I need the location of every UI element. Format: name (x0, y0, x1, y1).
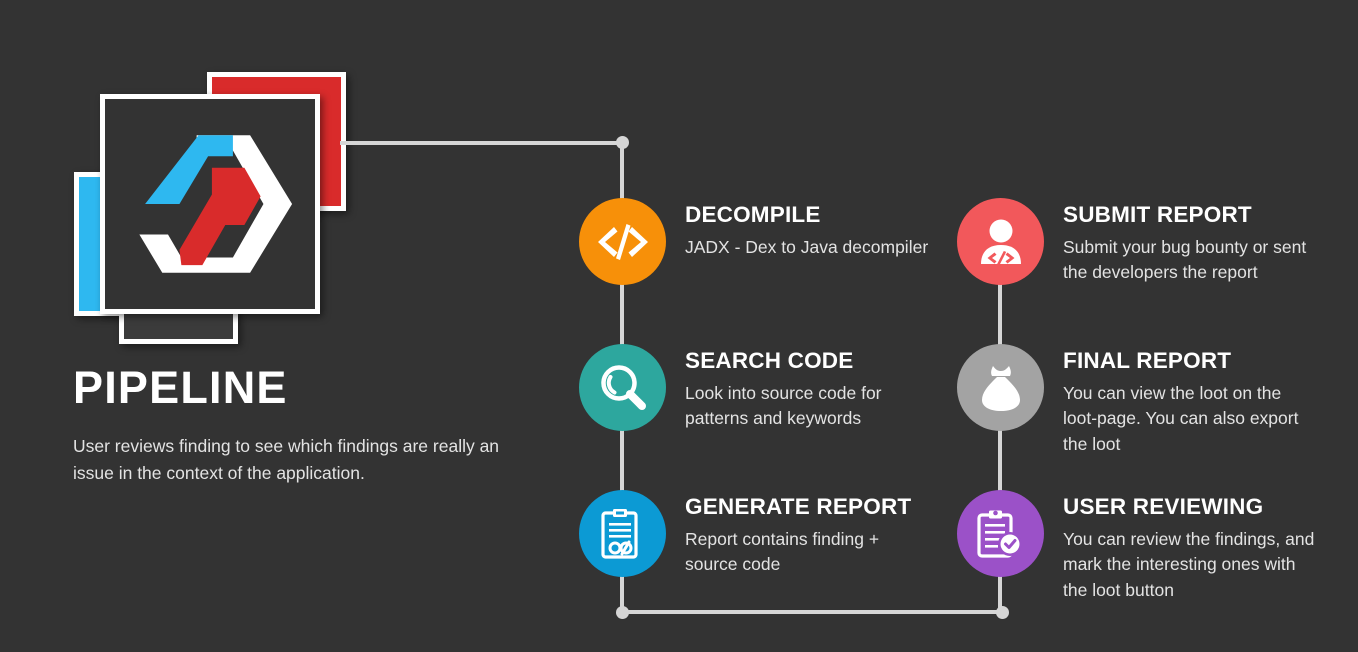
generate-report-text: GENERATE REPORT Report contains finding … (666, 490, 911, 578)
connector-left-1-2 (620, 280, 624, 352)
connector-right-2-3 (998, 426, 1002, 498)
search-code-title: SEARCH CODE (685, 348, 854, 373)
connector-bottom-horizontal (620, 610, 1002, 614)
step-search-code[interactable]: SEARCH CODE Look into source code for pa… (579, 344, 897, 432)
user-reviewing-title: USER REVIEWING (1063, 494, 1264, 519)
connector-logo-horizontal (340, 141, 625, 145)
generate-report-description: Report contains finding + source code (685, 528, 880, 575)
submit-report-text: SUBMIT REPORT Submit your bug bounty or … (1044, 198, 1321, 286)
generate-report-icon-circle (579, 490, 666, 577)
submit-report-description: Submit your bug bounty or sent the devel… (1063, 236, 1307, 283)
step-submit-report[interactable]: SUBMIT REPORT Submit your bug bounty or … (957, 198, 1321, 286)
code-brackets-icon (597, 223, 648, 260)
intro-description: User reviews finding to see which findin… (73, 436, 500, 483)
step-final-report[interactable]: FINAL REPORT You can view the loot on th… (957, 344, 1313, 457)
connector-right-bottom-vertical (998, 572, 1002, 612)
intro-block: PIPELINE User reviews finding to see whi… (73, 364, 543, 486)
user-reviewing-description: You can review the findings, and mark th… (1063, 528, 1315, 600)
connector-right-1-2 (998, 280, 1002, 352)
hexagon-code-logo-icon (139, 135, 293, 273)
final-report-text: FINAL REPORT You can view the loot on th… (1044, 344, 1313, 457)
submit-report-icon-circle (957, 198, 1044, 285)
user-reviewing-text: USER REVIEWING You can review the findin… (1044, 490, 1321, 603)
decompile-icon-circle (579, 198, 666, 285)
decompile-description: JADX - Dex to Java decompiler (685, 236, 929, 257)
generate-report-title: GENERATE REPORT (685, 494, 912, 519)
clipboard-icon (600, 508, 638, 559)
final-report-title: FINAL REPORT (1063, 348, 1232, 373)
page-title: PIPELINE (73, 362, 288, 413)
connector-left-top-vertical (620, 141, 624, 205)
logo-card-main (100, 94, 320, 314)
clipboard-check-icon (976, 510, 1022, 558)
logo-stack (0, 0, 420, 360)
connector-left-2-3 (620, 426, 624, 498)
submit-report-title: SUBMIT REPORT (1063, 202, 1252, 227)
search-code-description: Look into source code for patterns and k… (685, 382, 882, 429)
money-bag-icon (981, 365, 1020, 411)
search-code-icon-circle (579, 344, 666, 431)
final-report-icon-circle (957, 344, 1044, 431)
final-report-description: You can view the loot on the loot-page. … (1063, 382, 1299, 454)
step-user-reviewing[interactable]: USER REVIEWING You can review the findin… (957, 490, 1321, 603)
search-code-text: SEARCH CODE Look into source code for pa… (666, 344, 897, 432)
step-generate-report[interactable]: GENERATE REPORT Report contains finding … (579, 490, 911, 578)
step-decompile[interactable]: DECOMPILE JADX - Dex to Java decompiler (579, 198, 928, 285)
decompile-title: DECOMPILE (685, 202, 821, 227)
connector-left-bottom-vertical (620, 572, 624, 614)
magnifier-icon (600, 364, 646, 410)
developer-person-icon (980, 219, 1021, 265)
decompile-text: DECOMPILE JADX - Dex to Java decompiler (666, 198, 928, 260)
user-reviewing-icon-circle (957, 490, 1044, 577)
